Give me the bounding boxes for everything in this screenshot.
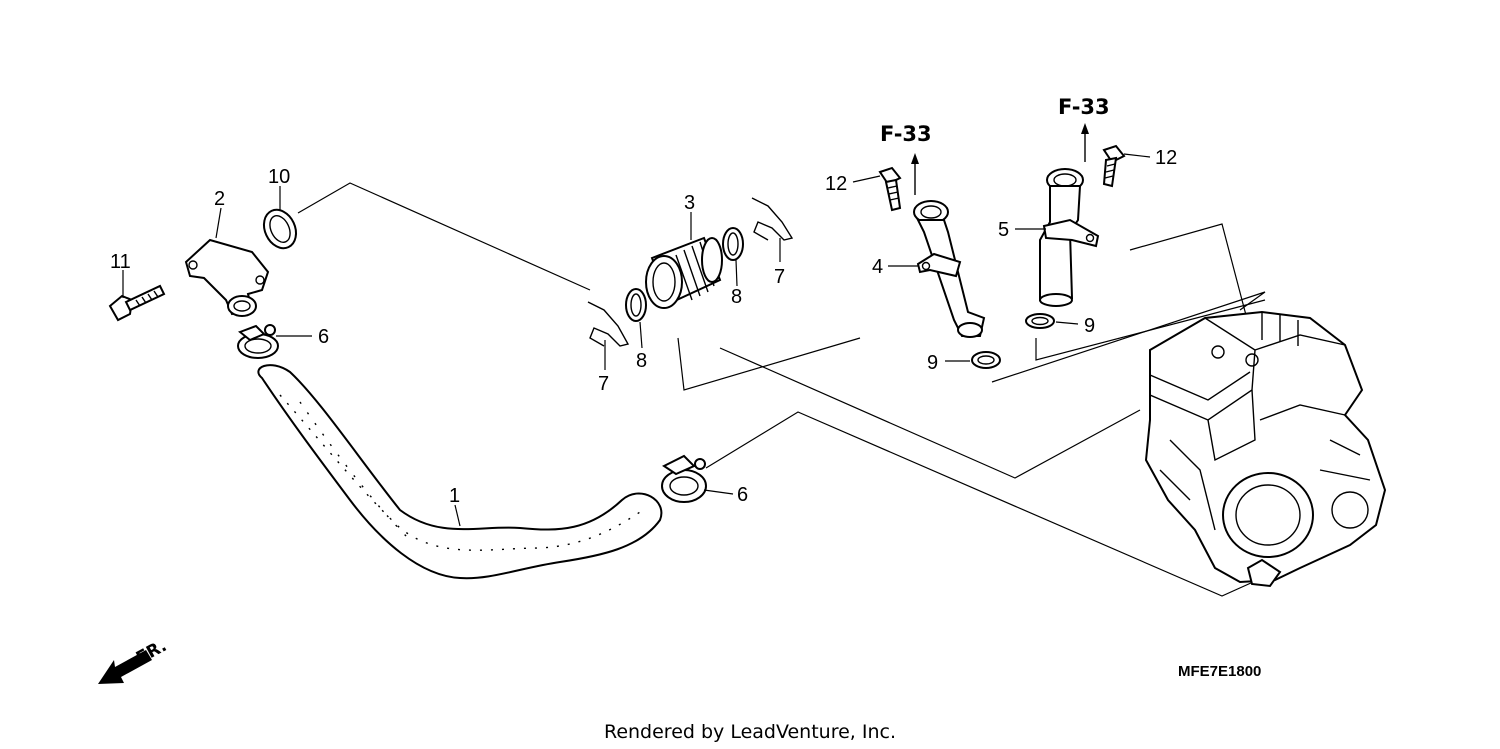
callout-1: 1 <box>449 485 460 507</box>
water-hose <box>257 364 663 580</box>
callout-10: 10 <box>268 166 290 188</box>
callout-12-left: 12 <box>825 173 847 195</box>
diagram-code: MFE7E1800 <box>1178 663 1261 680</box>
callout-labels: 1 2 3 4 5 6 6 7 7 8 8 9 9 10 11 12 12 <box>110 147 1177 507</box>
hose-clamp-upper <box>237 324 279 359</box>
clip-7-left <box>587 301 630 347</box>
water-pipe-4 <box>913 200 986 338</box>
bolt-12-right <box>1102 144 1126 188</box>
callout-6-lower: 6 <box>737 484 748 506</box>
water-joint-elbow <box>184 238 270 317</box>
render-credit: Rendered by LeadVenture, Inc. <box>604 721 896 743</box>
reference-arrow-right <box>1081 123 1089 162</box>
callout-8-right: 8 <box>731 286 742 308</box>
engine-outline <box>1144 310 1387 588</box>
clip-7-right <box>751 197 794 241</box>
o-ring-9-left <box>971 351 1001 369</box>
o-ring-8-left <box>625 288 647 322</box>
assembly-lines <box>297 182 1266 597</box>
front-direction-marker: FR. <box>98 636 170 684</box>
o-ring-8-right <box>722 227 744 261</box>
callout-3: 3 <box>684 192 695 214</box>
callout-7-right: 7 <box>774 266 785 288</box>
o-ring-10 <box>262 208 298 250</box>
callout-9-right: 9 <box>1084 315 1095 337</box>
front-arrow-icon <box>98 650 152 684</box>
callout-4: 4 <box>872 256 883 278</box>
callout-6-upper: 6 <box>318 326 329 348</box>
o-ring-9-right <box>1025 313 1055 329</box>
callout-leaders <box>122 153 1151 527</box>
reference-label-right: F-33 <box>1058 95 1110 119</box>
hose-clamp-lower <box>661 454 707 503</box>
callout-8-left: 8 <box>636 350 647 372</box>
reference-arrow-left <box>911 153 919 195</box>
bolt-12-left <box>878 166 902 212</box>
callout-5: 5 <box>998 219 1009 241</box>
callout-7-left: 7 <box>598 373 609 395</box>
water-pipe-5 <box>1039 168 1100 307</box>
callout-2: 2 <box>214 188 225 210</box>
reference-label-left: F-33 <box>880 122 932 146</box>
bolt-11 <box>108 284 166 322</box>
callout-12-right: 12 <box>1155 147 1177 169</box>
callout-11: 11 <box>110 251 131 273</box>
connecting-pipe-sleeve <box>645 236 723 309</box>
callout-9-left: 9 <box>927 352 938 374</box>
